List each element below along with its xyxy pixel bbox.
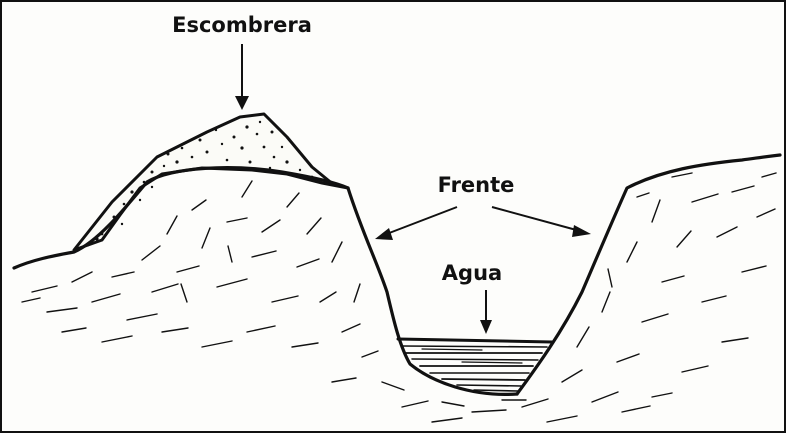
rock-texture — [22, 173, 776, 422]
water-body — [398, 339, 552, 391]
label-agua: Agua — [442, 261, 502, 285]
label-agua-group: Agua — [442, 261, 502, 334]
label-frente: Frente — [438, 173, 515, 197]
spoil-heap — [74, 114, 348, 250]
label-frente-group: Frente — [375, 173, 591, 240]
label-escombrera-group: Escombrera — [172, 13, 312, 110]
label-escombrera: Escombrera — [172, 13, 312, 37]
